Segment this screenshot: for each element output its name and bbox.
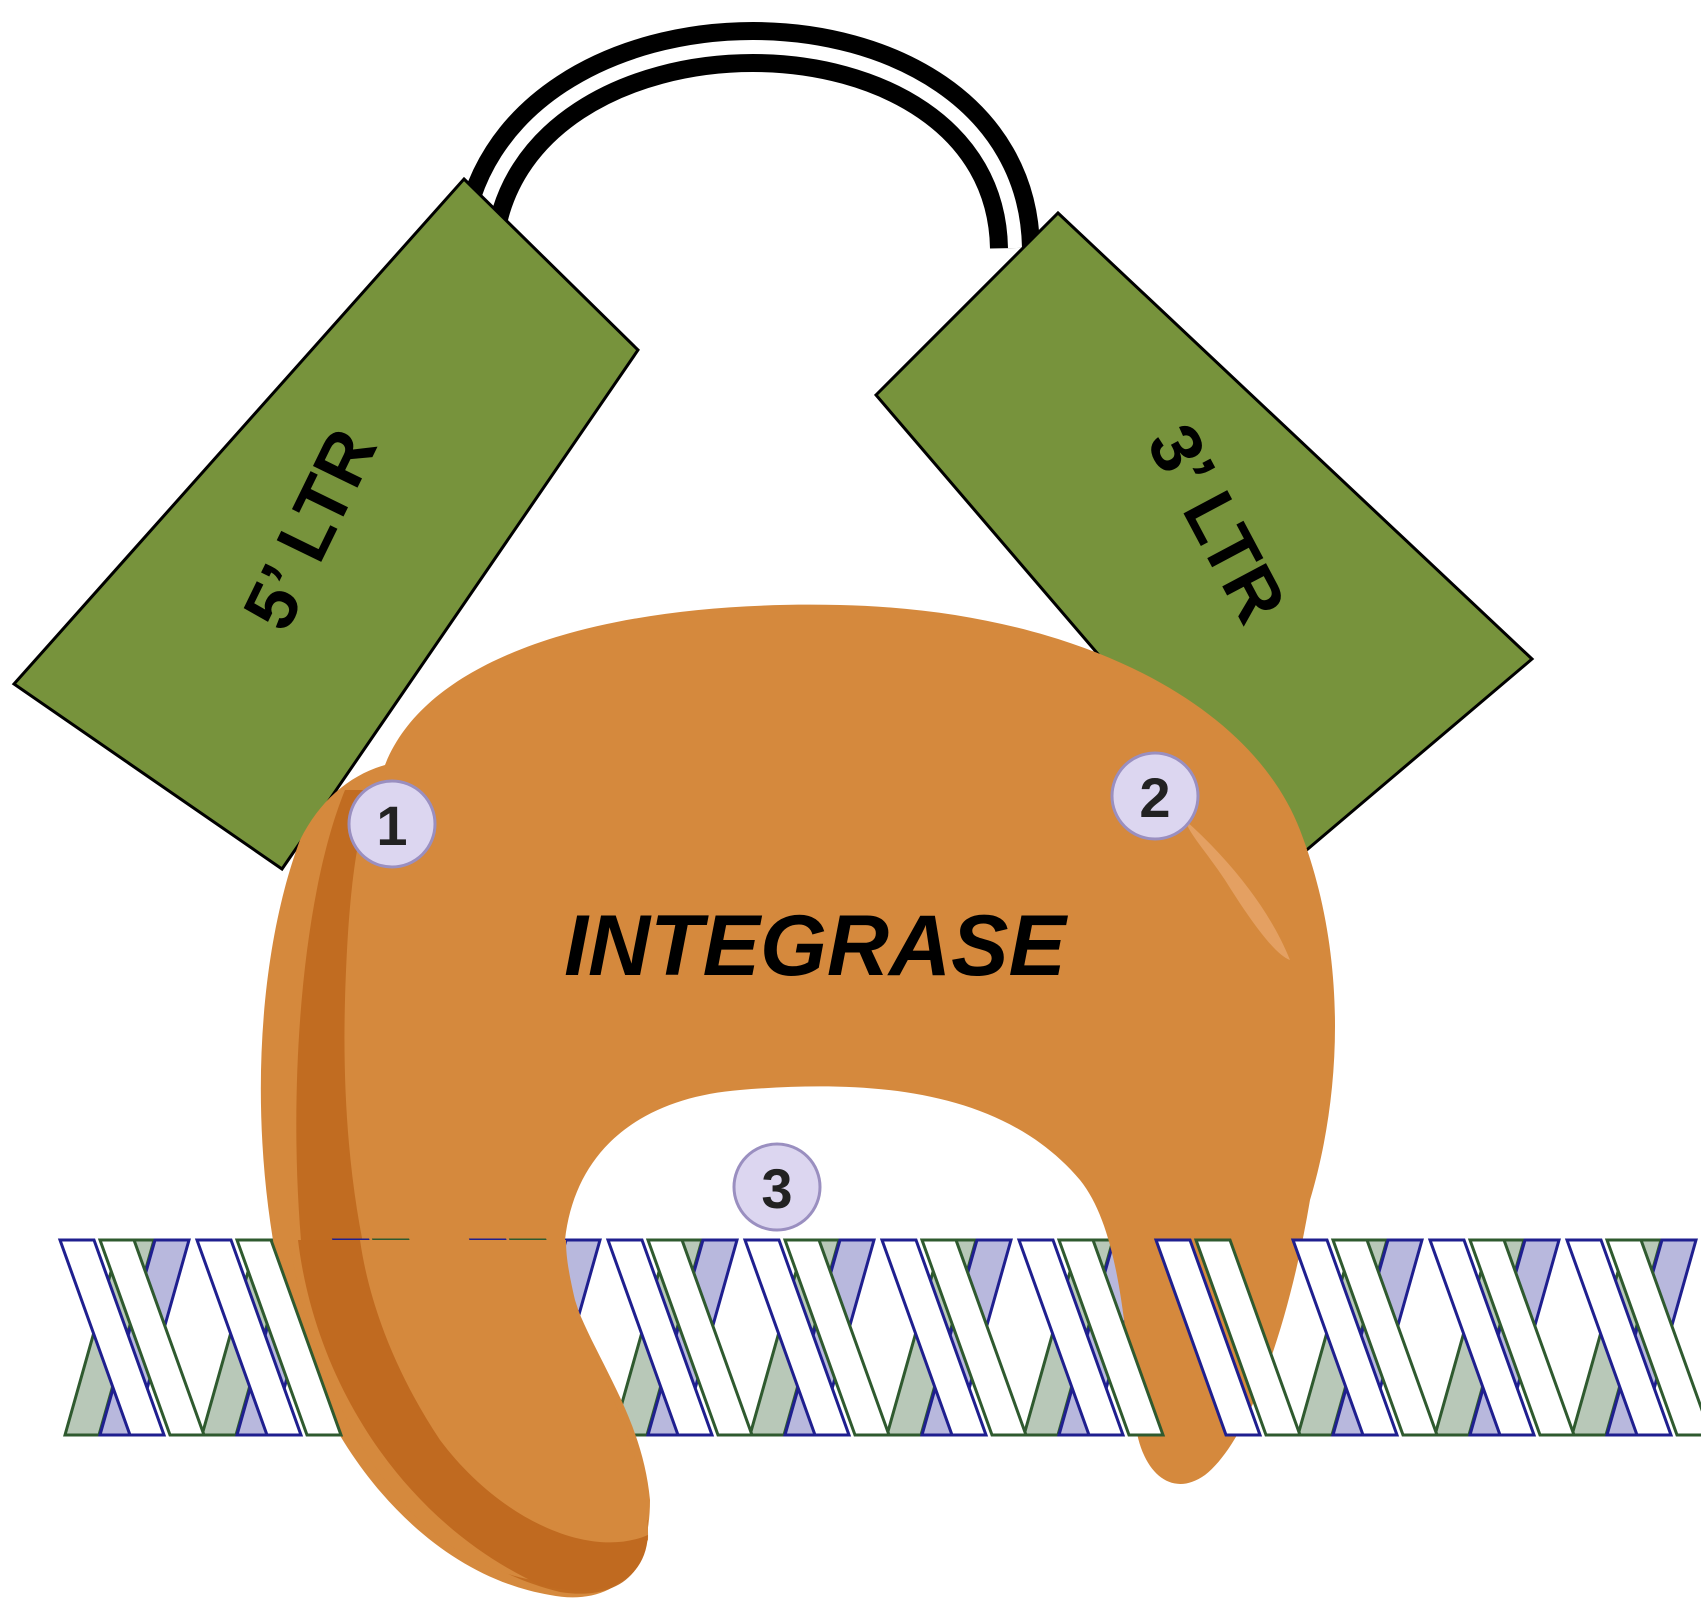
dna-strand-front-a: [1016, 1238, 1126, 1437]
dna-strand-front-b: [919, 1238, 1029, 1437]
dna-strand-front-a: [1290, 1238, 1400, 1437]
ltr-3-box: 3’ LTR: [873, 210, 1535, 873]
dna-strand-front-a: [879, 1238, 989, 1437]
marker-3-label: 3: [761, 1157, 792, 1220]
dna-strand-front-b: [1604, 1238, 1701, 1437]
dna-strand-front-a: [57, 1238, 167, 1437]
marker-2: 2: [1110, 751, 1200, 841]
dna-strand-front-b: [1467, 1238, 1577, 1437]
dna-strand-front-b: [1056, 1238, 1166, 1437]
dna-helix-front: [57, 1238, 1701, 1591]
marker-3: 3: [732, 1142, 822, 1232]
dna-strand-front-a: [1153, 1238, 1263, 1437]
dna-strand-front-a: [194, 1238, 304, 1437]
dna-strand-front-a: [1427, 1238, 1537, 1437]
viral-dna-linker: [453, 22, 1040, 251]
marker-1: 1: [347, 779, 437, 869]
dna-strand-front-a: [1564, 1238, 1674, 1437]
ltr-5-box: 5’ LTR: [11, 176, 640, 872]
dna-strand-front-b: [645, 1238, 755, 1437]
dna-strand-front-b: [1330, 1238, 1440, 1437]
dna-strand-front-a: [742, 1238, 852, 1437]
integrase-label: INTEGRASE: [564, 898, 1068, 994]
dna-strand-front-a: [605, 1238, 715, 1437]
dna-strand-front-b: [1193, 1238, 1303, 1437]
integrase-arm-shadow: [298, 1240, 648, 1591]
marker-1-label: 1: [376, 794, 407, 857]
dna-strand-front-b: [782, 1238, 892, 1437]
dna-strand-front-b: [234, 1238, 344, 1437]
dna-strand-front-b: [97, 1238, 207, 1437]
marker-2-label: 2: [1139, 766, 1170, 829]
